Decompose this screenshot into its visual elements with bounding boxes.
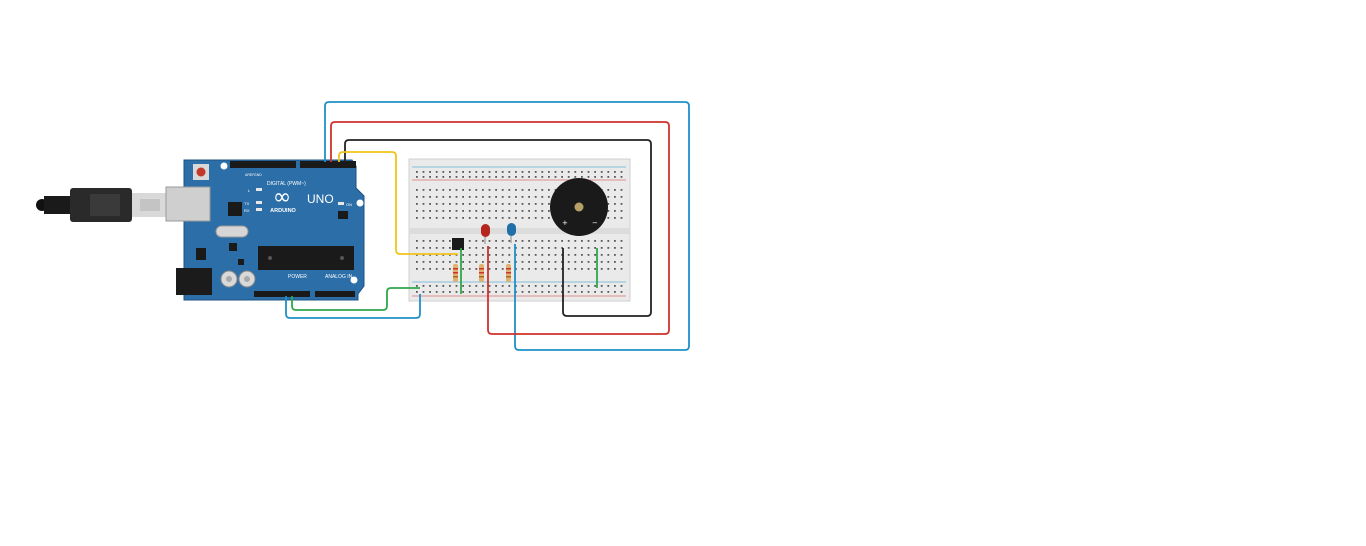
- on-led: [338, 202, 344, 205]
- usb-chip: [228, 202, 242, 216]
- digital-header-right[interactable]: [300, 161, 356, 168]
- digital-header-left[interactable]: [230, 161, 296, 168]
- aref-label: AREF: [245, 173, 254, 177]
- analog-header[interactable]: [315, 291, 355, 297]
- wire-black[interactable]: [344, 139, 652, 317]
- power-header[interactable]: [254, 291, 310, 297]
- on-led-label: ON: [346, 202, 352, 207]
- power-jack: [176, 268, 212, 295]
- brand-label: ARDUINO: [270, 208, 296, 214]
- analog-label: ANALOG IN: [325, 274, 353, 280]
- wire-red[interactable]: [330, 121, 670, 335]
- atmega-chip: [258, 246, 354, 270]
- buzzer-plus-label: +: [562, 219, 568, 227]
- arduino-logo-icon: ∞: [273, 185, 291, 210]
- wire-yellow[interactable]: [338, 151, 458, 255]
- resistor[interactable]: [479, 264, 484, 282]
- l-led: [256, 188, 262, 191]
- resistor[interactable]: [506, 264, 511, 282]
- usb-port: [165, 186, 211, 222]
- mount-hole: [220, 162, 228, 170]
- gnd-label: GND: [254, 173, 262, 177]
- led-red[interactable]: [481, 224, 490, 244]
- tx-led-label: TX: [244, 201, 249, 206]
- buzzer-minus-label: −: [592, 219, 598, 227]
- led-blue[interactable]: [507, 223, 516, 243]
- rx-led-label: RX: [244, 208, 250, 213]
- wire-blue-power[interactable]: [285, 294, 421, 319]
- wire-green-ground[interactable]: [291, 287, 420, 311]
- sensor-component[interactable]: [452, 238, 464, 250]
- resistor[interactable]: [453, 264, 458, 282]
- center-channel: [409, 228, 630, 234]
- model-label: UNO: [307, 192, 334, 206]
- rx-led: [256, 208, 262, 211]
- mount-hole: [350, 276, 358, 284]
- arduino-uno-board[interactable]: AREF GND DIGITAL (PWM~) ∞ ARDUINO UNO L …: [165, 159, 365, 301]
- mount-hole: [356, 199, 364, 207]
- usb-cable[interactable]: [36, 188, 166, 222]
- tx-led: [256, 201, 262, 204]
- power-label: POWER: [288, 274, 307, 280]
- crystal-oscillator: [215, 225, 249, 238]
- digital-label: DIGITAL (PWM~): [267, 181, 306, 187]
- l-led-label: L: [248, 188, 251, 193]
- wire-blue-long[interactable]: [324, 101, 690, 351]
- voltage-regulator: [196, 248, 206, 260]
- icsp-header: [338, 211, 348, 219]
- buzzer-center: [574, 202, 584, 212]
- piezo-buzzer[interactable]: + −: [550, 178, 608, 236]
